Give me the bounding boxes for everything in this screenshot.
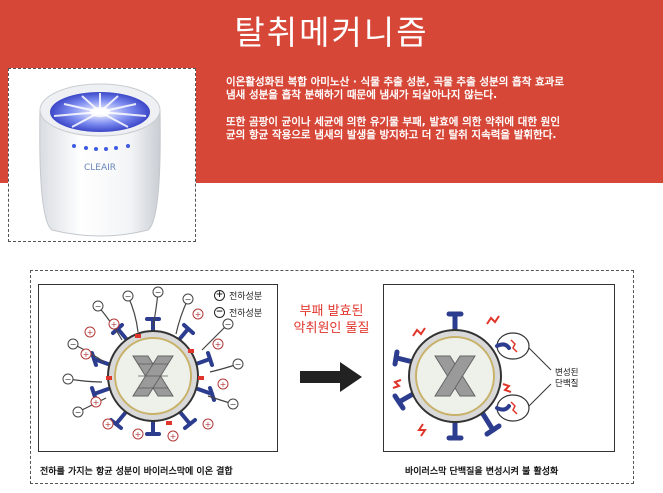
ion-binding-illustration: −−− −−− −−− − +++ +++ +++ ++ xyxy=(62,286,244,442)
svg-text:−: − xyxy=(225,320,232,329)
description-paragraph-1: 이온활성화된 복합 아미노산 · 식물 추출 성분, 곡물 추출 성분의 흡착 … xyxy=(226,76,564,101)
denatured-protein-label: 변성된 단백질 xyxy=(555,368,579,389)
svg-text:−: − xyxy=(230,400,237,409)
legend-item-negative: − 전하성분 xyxy=(214,307,263,319)
air-purifier-image: CLEAIR xyxy=(39,83,161,237)
virus-illustration xyxy=(90,317,216,436)
svg-text:−: − xyxy=(125,292,132,301)
svg-text:−: − xyxy=(155,288,162,297)
svg-text:+: + xyxy=(105,420,112,429)
svg-text:+: + xyxy=(135,430,142,439)
charge-legend: + 전하성분 − 전하성분 xyxy=(214,287,262,321)
caption-inactivation: 바이러스막 단백질을 변성시켜 불 활성화 xyxy=(405,467,559,477)
svg-text:+: + xyxy=(83,350,90,359)
svg-text:−: − xyxy=(65,375,72,384)
svg-text:+: + xyxy=(195,310,202,319)
odor-source-label: 부패 발효된 악취원인 물질 xyxy=(293,304,370,336)
mechanism-diagram-frame xyxy=(30,270,634,484)
arrow-right-icon xyxy=(300,362,362,392)
svg-text:+: + xyxy=(215,340,222,349)
svg-text:+: + xyxy=(87,328,94,337)
legend-item-positive: + 전하성분 xyxy=(214,290,263,302)
inactivation-illustration xyxy=(392,311,552,441)
minus-charge-icon: − xyxy=(214,307,225,318)
svg-text:+: + xyxy=(93,398,100,407)
svg-text:−: − xyxy=(70,340,77,349)
svg-text:+: + xyxy=(220,380,227,389)
svg-text:−: − xyxy=(75,408,82,417)
svg-text:−: − xyxy=(185,295,192,304)
plus-charge-icon: + xyxy=(214,290,225,301)
page-title: 탈취메커니즘 xyxy=(234,13,429,52)
svg-text:+: + xyxy=(170,432,177,441)
brand-label: CLEAIR xyxy=(84,163,116,173)
description-paragraph-2: 또한 곰팡이 균이나 세균에 의한 유기물 부패, 발효에 의한 악취에 대한 … xyxy=(226,116,560,141)
svg-text:+: + xyxy=(111,320,118,329)
caption-ion-binding: 전하를 가지는 항균 성분이 바이러스막에 이온 결합 xyxy=(40,467,233,477)
svg-text:−: − xyxy=(95,302,102,311)
description: 이온활성화된 복합 아미노산 · 식물 추출 성분, 곡물 추출 성분의 흡착 … xyxy=(226,76,651,156)
svg-text:−: − xyxy=(235,360,242,369)
svg-text:+: + xyxy=(205,420,212,429)
